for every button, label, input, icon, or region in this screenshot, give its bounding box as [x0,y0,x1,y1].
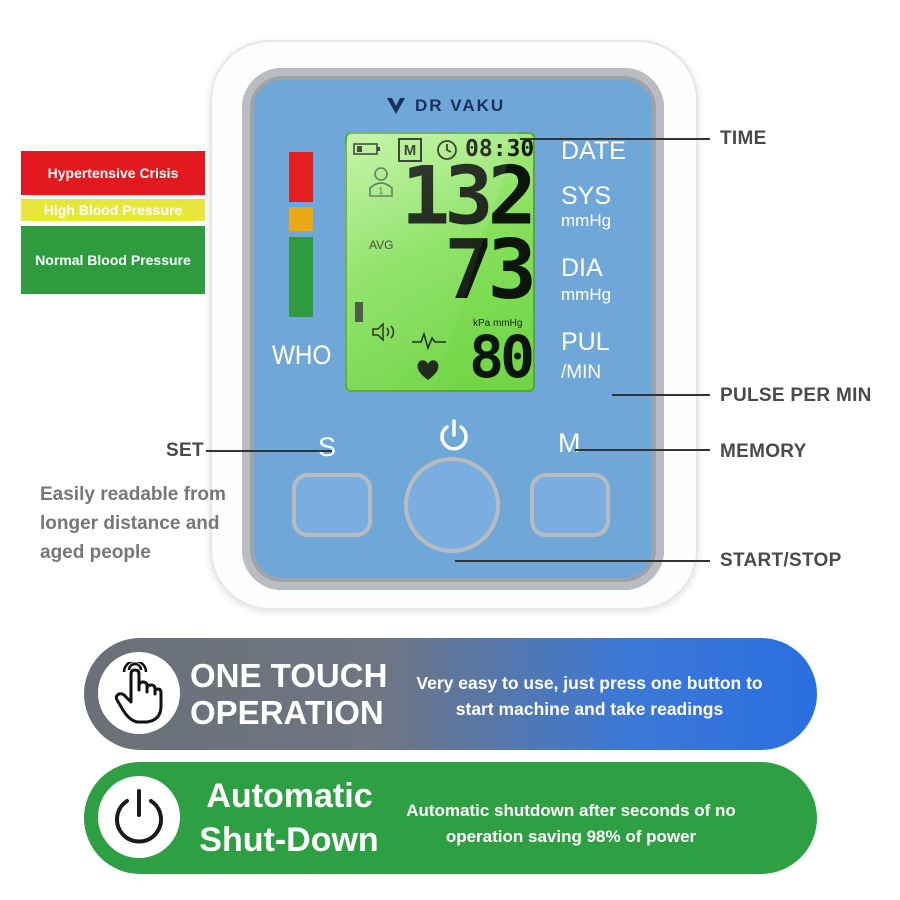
date-label: DATE [561,137,626,165]
memory-indicator: M [398,138,422,162]
brand-name: DR VAKU [415,96,506,115]
sys-label: SYS [561,182,612,210]
speaker-icon [372,322,395,342]
memory-callout-line [575,449,710,451]
pulse-callout-line [612,394,710,396]
set-key-label: S [318,432,337,462]
start-stop-button[interactable] [404,457,500,553]
pul-label: PUL [561,328,610,356]
who-indicator-yellow [289,207,313,231]
set-button[interactable] [292,473,372,537]
power-icon-circle [98,776,180,858]
who-label: WHO [272,340,332,370]
pulse-wave-icon [412,331,446,350]
one-touch-banner: ONE TOUCH OPERATION Very easy to use, ju… [84,638,817,750]
heart-icon [417,360,439,380]
hand-pointer-icon [114,662,163,724]
svg-text:1: 1 [378,187,384,197]
hand-pointer-icon-circle [98,652,180,734]
dia-unit-label: mmHg [561,285,612,304]
diastolic-reading: 73 [444,223,535,318]
brand-mark-icon [387,98,405,114]
shutdown-power-icon [115,789,163,844]
set-callout: SET [166,440,204,461]
one-touch-text-line1: Very easy to use, just press one button … [416,673,763,693]
set-callout-line [206,450,332,452]
pulse-callout: PULSE PER MIN [720,385,872,406]
auto-shutdown-text-line1: Automatic shutdown after seconds of no [406,801,736,820]
readability-description: Easily readable from longer distance and… [40,484,226,563]
legend-high-blood-pressure: High Blood Pressure [21,199,205,221]
one-touch-text-line2: start machine and take readings [455,699,724,719]
level-bar [355,302,363,322]
time-callout-line [520,138,710,140]
who-indicator-green [289,237,313,317]
user-icon: 1 [369,167,393,197]
battery-icon [353,143,380,155]
power-icon [440,419,468,451]
clock-icon [437,140,457,160]
legend-normal-blood-pressure: Normal Blood Pressure [21,226,205,294]
memory-callout: MEMORY [720,441,807,462]
legend-hypertensive-crisis: Hypertensive Crisis [21,151,205,195]
memory-key-label: M [558,428,581,458]
auto-shutdown-title-line1: Automatic [206,777,373,815]
pulse-reading: 80 [469,323,535,391]
sys-unit-label: mmHg [561,211,612,230]
pul-unit-label: /MIN [561,362,602,383]
one-touch-title-line1: ONE TOUCH [190,657,388,694]
lcd-display: M 08:30 1 AVG 132 73 kPa mmHg 80 [345,132,535,392]
one-touch-title-line2: OPERATION [190,694,384,731]
who-indicator-red [289,152,313,202]
memory-button[interactable] [530,473,610,537]
brand-logo: DR VAKU [385,92,545,120]
avg-label: AVG [369,238,394,252]
auto-shutdown-title-line2: Shut-Down [199,821,379,859]
auto-shutdown-banner: Automatic Shut-Down Automatic shutdown a… [84,762,817,874]
auto-shutdown-text-line2: operation saving 98% of power [445,827,697,846]
dia-label: DIA [561,254,603,282]
start-stop-callout: START/STOP [720,550,842,571]
start-stop-callout-line [455,560,710,562]
time-callout: TIME [720,128,767,149]
units-label: kPa mmHg [473,318,523,329]
